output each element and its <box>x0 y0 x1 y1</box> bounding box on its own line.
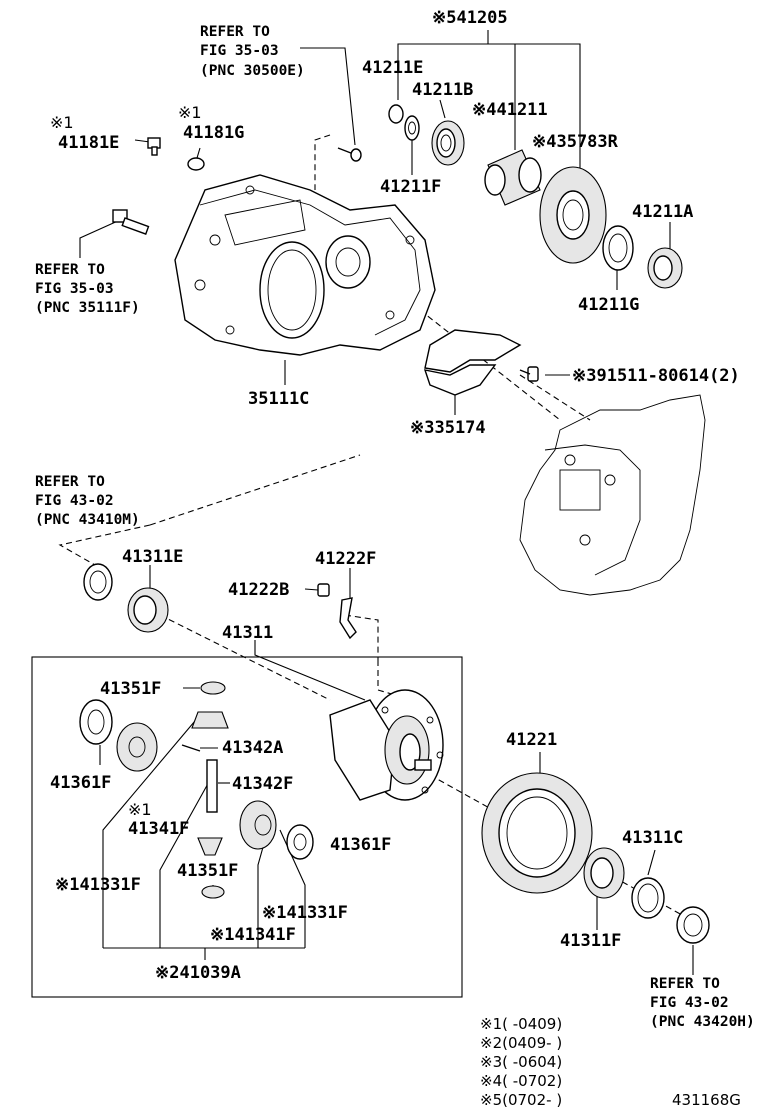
bolt-41181E <box>147 137 161 156</box>
ring-gear-41221 <box>481 772 593 894</box>
label-41311F: 41311F <box>560 931 621 951</box>
label-35111C: 35111C <box>248 389 309 409</box>
ref-fig-35-03-left: REFER TO FIG 35-03 (PNC 35111F) <box>35 262 140 316</box>
svg-text:REFER TO: REFER TO <box>200 24 270 40</box>
label-41181G-mark: ※1 <box>178 103 202 122</box>
label-41342F: 41342F <box>232 774 293 794</box>
housing-35111C <box>174 174 436 356</box>
label-41211: ※441211 <box>472 100 548 120</box>
label-41331F-right: ※141331F <box>262 903 348 923</box>
label-41351F-top: 41351F <box>100 679 161 699</box>
label-41221: 41221 <box>506 730 557 750</box>
svg-text:REFER TO: REFER TO <box>35 474 105 490</box>
part-labels: ※541205 41211E 41211B ※441211 ※435783R 4… <box>50 8 740 983</box>
pinion-shaft-41211 <box>484 149 542 206</box>
label-41331F-left: ※141331F <box>55 875 141 895</box>
label-41222B: 41222B <box>228 580 289 600</box>
label-91511: ※391511-80614(2) <box>572 366 740 386</box>
ref-fig-35-03-top: REFER TO FIG 35-03 (PNC 30500E) <box>200 24 305 79</box>
svg-text:(PNC 43420H): (PNC 43420H) <box>650 1014 755 1030</box>
pin-41342A <box>181 744 201 752</box>
svg-text:FIG 43-02: FIG 43-02 <box>35 493 114 509</box>
label-41342A: 41342A <box>222 738 283 758</box>
ref-fig-43-02-left: REFER TO FIG 43-02 (PNC 43410M) <box>35 474 140 528</box>
bolt-35111F <box>112 209 150 235</box>
seal-43410M <box>83 563 113 601</box>
bolt-30500E <box>337 147 362 162</box>
svg-text:REFER TO: REFER TO <box>650 976 720 992</box>
label-41211G: 41211G <box>578 295 639 315</box>
label-435783R: ※435783R <box>532 132 619 152</box>
svg-text:REFER TO: REFER TO <box>35 262 105 278</box>
washer-41361F-left <box>79 699 113 745</box>
washer-41211E <box>388 104 404 124</box>
label-41341F-bottom: ※141341F <box>210 925 296 945</box>
label-41211B: 41211B <box>412 80 473 100</box>
note-3: ※3( -0604) <box>480 1053 562 1071</box>
label-41181E-mark: ※1 <box>50 113 74 132</box>
label-41311E: 41311E <box>122 547 183 567</box>
shim-41311C <box>631 877 665 919</box>
label-335174: ※335174 <box>410 418 486 438</box>
svg-text:(PNC 30500E): (PNC 30500E) <box>200 63 305 79</box>
side-gear-left <box>116 722 158 772</box>
seal-41211G <box>602 225 634 271</box>
label-41311: 41311 <box>222 623 273 643</box>
label-41361F-left: 41361F <box>50 773 111 793</box>
figure-id: 431168G <box>672 1091 741 1109</box>
label-41211F: 41211F <box>380 177 441 197</box>
plate-335174 <box>423 329 522 396</box>
label-41211A: 41211A <box>632 202 693 222</box>
seal-43420H <box>676 906 710 944</box>
svg-text:FIG 43-02: FIG 43-02 <box>650 995 729 1011</box>
applicability-notes: ※1( -0409) ※2(0409- ) ※3( -0604) ※4( -07… <box>480 1015 562 1109</box>
label-41181E: 41181E <box>58 133 119 153</box>
label-41351F-bottom: 41351F <box>177 861 238 881</box>
note-2: ※2(0409- ) <box>480 1034 562 1052</box>
kit-box <box>31 656 463 998</box>
case-background <box>519 394 706 596</box>
label-41341F-mark: ※1 <box>128 800 152 819</box>
label-41341F: 41341F <box>128 819 189 839</box>
seal-41211F <box>404 115 420 141</box>
bracket-41222F <box>339 597 357 640</box>
label-41222F: 41222F <box>315 549 376 569</box>
note-4: ※4( -0702) <box>480 1072 562 1090</box>
bolt-91511 <box>519 366 539 382</box>
pinion-41331F-bottom <box>197 837 223 856</box>
bolt-41222B <box>317 583 330 597</box>
shaft-41342F <box>206 759 218 813</box>
label-41361F-right: 41361F <box>330 835 391 855</box>
label-41181G: 41181G <box>183 123 244 143</box>
pinion-41331F-top <box>191 711 229 729</box>
gear-435783R <box>539 166 607 264</box>
washer-41351F-bottom <box>201 885 225 899</box>
svg-text:(PNC 35111F): (PNC 35111F) <box>35 300 140 316</box>
diff-case-41311 <box>329 689 444 801</box>
side-gear-right <box>239 800 277 850</box>
svg-text:FIG 35-03: FIG 35-03 <box>200 43 279 59</box>
label-241039A: ※241039A <box>155 963 241 983</box>
ref-fig-43-02-right: REFER TO FIG 43-02 (PNC 43420H) <box>650 976 755 1030</box>
label-41311C: 41311C <box>622 828 683 848</box>
washer-41181G <box>187 157 205 171</box>
svg-text:(PNC 43410M): (PNC 43410M) <box>35 512 140 528</box>
svg-text:FIG 35-03: FIG 35-03 <box>35 281 114 297</box>
note-1: ※1( -0409) <box>480 1015 562 1033</box>
washer-41351F-top <box>200 681 226 695</box>
label-41211E: 41211E <box>362 58 423 78</box>
washer-41361F-right <box>286 824 314 860</box>
part-shapes <box>31 104 710 998</box>
label-541205: ※541205 <box>432 8 508 28</box>
note-5: ※5(0702- ) <box>480 1091 562 1109</box>
